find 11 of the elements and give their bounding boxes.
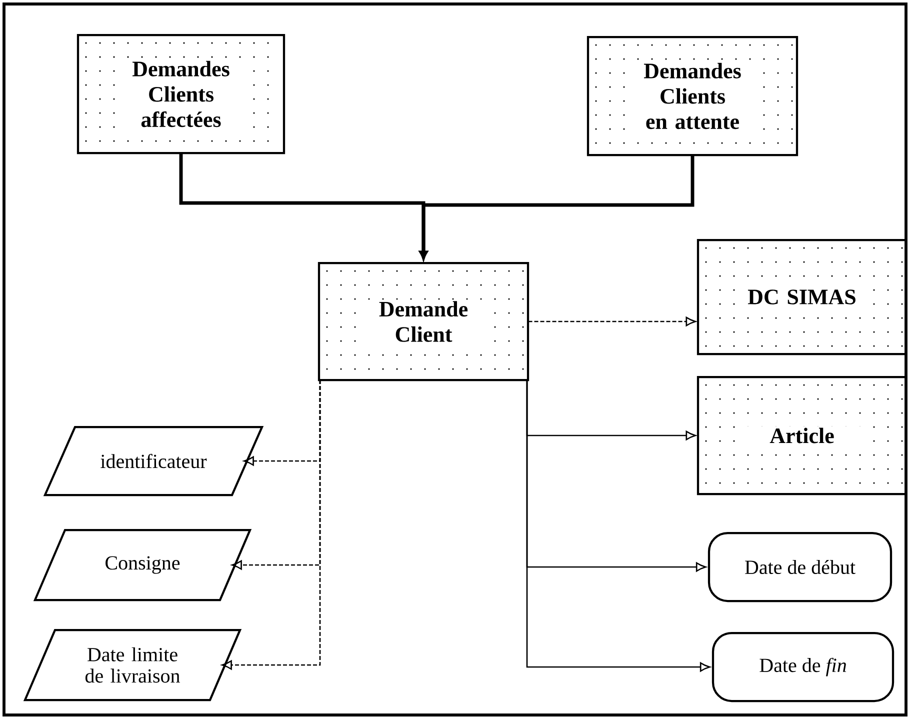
attribute-rounded-box: Date de fin: [712, 632, 894, 702]
entity-box: Demandes Clients affectées: [76, 34, 286, 154]
arrow: [419, 155, 694, 260]
entity-box: Demande Client: [318, 262, 530, 382]
entity-box: Demandes Clients en attente: [586, 36, 798, 156]
entity-box: DC SIMAS: [696, 238, 908, 356]
entity-box: Article: [696, 376, 908, 496]
attribute-rounded-box: Date de début: [708, 532, 892, 602]
arrow: [528, 316, 696, 326]
arrow: [526, 380, 710, 672]
arrow: [222, 380, 321, 670]
